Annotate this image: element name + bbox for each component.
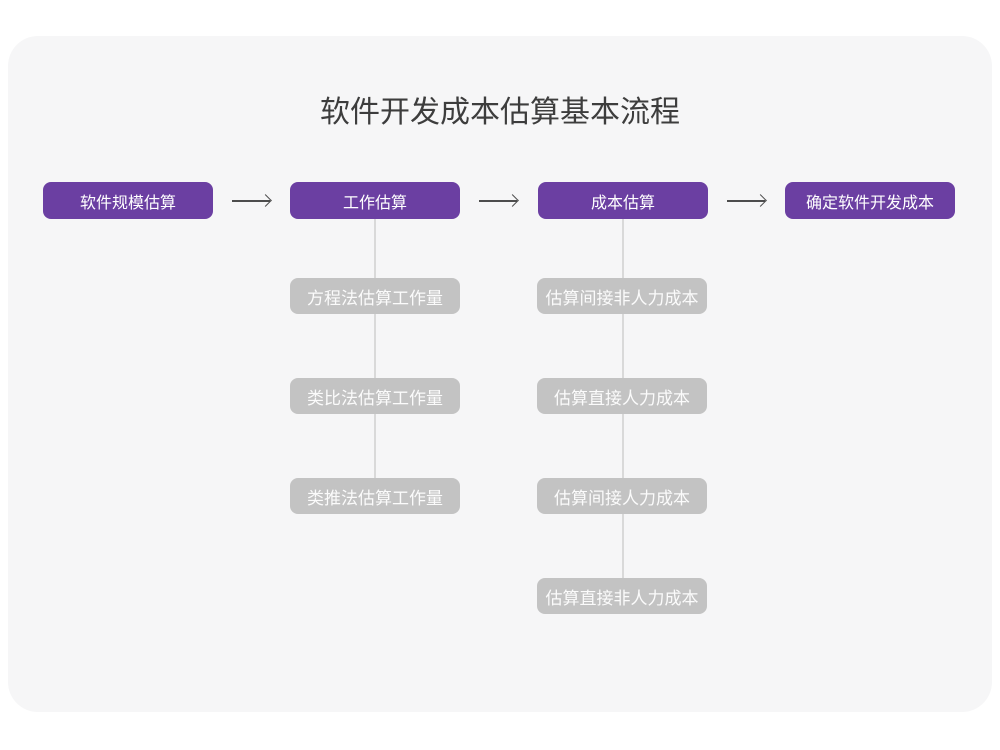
work-branch-item-equation-method: 方程法估算工作量 <box>290 278 460 314</box>
work-branch-item-extrapolation-method: 类推法估算工作量 <box>290 478 460 514</box>
right-arrow-icon <box>727 200 765 202</box>
sub-node-label: 估算直接人力成本 <box>554 388 690 408</box>
flow-step-label: 软件规模估算 <box>79 194 176 212</box>
cost-branch-item-indirect-nonlabor: 估算间接非人力成本 <box>537 278 707 314</box>
flow-step-label: 工作估算 <box>342 194 407 212</box>
flow-step-cost-estimation: 成本估算 <box>538 182 708 219</box>
diagram-title: 软件开发成本估算基本流程 <box>320 96 680 129</box>
flow-step-software-scale-estimation: 软件规模估算 <box>43 182 213 219</box>
right-arrow-icon <box>232 200 270 202</box>
flowchart-card-background <box>8 36 992 712</box>
sub-node-label: 估算间接非人力成本 <box>545 288 699 308</box>
cost-branch-item-indirect-labor: 估算间接人力成本 <box>537 478 707 514</box>
cost-branch-item-direct-nonlabor: 估算直接非人力成本 <box>537 578 707 614</box>
work-branch-connector-line <box>374 219 376 496</box>
flow-step-determine-development-cost: 确定软件开发成本 <box>785 182 955 219</box>
flow-step-label: 确定软件开发成本 <box>805 194 934 212</box>
sub-node-label: 估算间接人力成本 <box>554 488 690 508</box>
sub-node-label: 方程法估算工作量 <box>307 288 443 308</box>
sub-node-label: 估算直接非人力成本 <box>545 588 699 608</box>
flow-step-label: 成本估算 <box>590 194 655 212</box>
sub-node-label: 类比法估算工作量 <box>307 388 443 408</box>
flow-step-work-estimation: 工作估算 <box>290 182 460 219</box>
right-arrow-icon <box>479 200 517 202</box>
work-branch-item-analogy-method: 类比法估算工作量 <box>290 378 460 414</box>
cost-branch-item-direct-labor: 估算直接人力成本 <box>537 378 707 414</box>
sub-node-label: 类推法估算工作量 <box>307 488 443 508</box>
